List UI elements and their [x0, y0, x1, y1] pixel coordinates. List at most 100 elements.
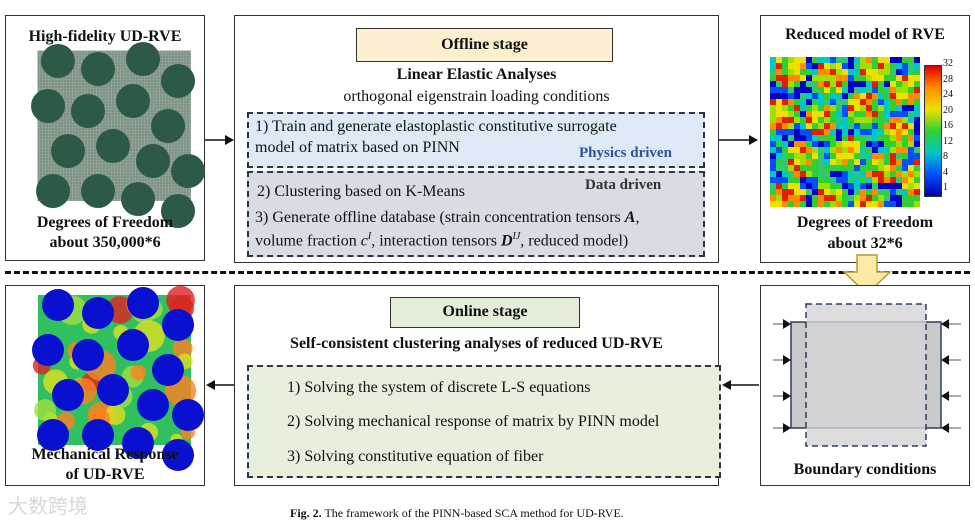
- fiber: [126, 42, 160, 76]
- cluster-cell: [788, 189, 794, 195]
- cluster-cell: [782, 75, 788, 81]
- cluster-cell: [806, 171, 812, 177]
- cluster-cell: [794, 195, 800, 201]
- cluster-cell: [776, 105, 782, 111]
- cluster-cell: [890, 105, 896, 111]
- fiber: [162, 309, 194, 341]
- cluster-cell: [776, 117, 782, 123]
- cluster-cell: [908, 135, 914, 141]
- cluster-cell: [812, 129, 818, 135]
- cluster-cell: [782, 153, 788, 159]
- cluster-cell: [812, 93, 818, 99]
- cluster-cell: [854, 129, 860, 135]
- arrow-offline-to-reduced: [719, 135, 758, 145]
- cluster-cell: [800, 141, 806, 147]
- cluster-cell: [872, 75, 878, 81]
- cluster-cell: [776, 99, 782, 105]
- cluster-cell: [830, 117, 836, 123]
- cluster-cell: [872, 123, 878, 129]
- cluster-cell: [800, 177, 806, 183]
- cluster-cell: [794, 141, 800, 147]
- cluster-cell: [806, 117, 812, 123]
- response-label-line1: Mechanical Response: [31, 446, 179, 463]
- cluster-cell: [908, 153, 914, 159]
- cluster-cell: [914, 159, 920, 165]
- cluster-cell: [824, 75, 830, 81]
- cluster-cell: [818, 105, 824, 111]
- cluster-cell: [800, 183, 806, 189]
- reduced-model-image: [770, 57, 920, 207]
- cluster-cell: [896, 195, 902, 201]
- cluster-cell: [830, 57, 836, 63]
- cluster-cell: [782, 69, 788, 75]
- cluster-cell: [770, 195, 776, 201]
- offline-step3-line2: volume fraction cI, interaction tensors …: [255, 231, 628, 250]
- reduced-dof-label: Degrees of Freedom: [796, 214, 934, 231]
- cluster-cell: [890, 129, 896, 135]
- mechanical-response-image: [32, 285, 204, 471]
- cluster-cell: [776, 183, 782, 189]
- cluster-cell: [806, 81, 812, 87]
- cluster-cell: [800, 117, 806, 123]
- cluster-cell: [770, 81, 776, 87]
- cluster-cell: [842, 57, 848, 63]
- cluster-cell: [890, 183, 896, 189]
- cluster-cell: [884, 57, 890, 63]
- cluster-cell: [776, 57, 782, 63]
- cluster-cell: [770, 105, 776, 111]
- cluster-cell: [824, 117, 830, 123]
- cluster-cell: [800, 189, 806, 195]
- cluster-cell: [854, 117, 860, 123]
- cluster-cell: [890, 57, 896, 63]
- cluster-cell: [836, 123, 842, 129]
- cluster-cell: [878, 183, 884, 189]
- cluster-cell: [884, 189, 890, 195]
- cluster-cell: [908, 123, 914, 129]
- cluster-cell: [908, 195, 914, 201]
- cluster-cell: [842, 81, 848, 87]
- cluster-cell: [848, 105, 854, 111]
- cluster-cell: [776, 201, 782, 207]
- cluster-cell: [872, 111, 878, 117]
- cluster-cell: [866, 147, 872, 153]
- cluster-cell: [824, 159, 830, 165]
- cluster-cell: [890, 153, 896, 159]
- cluster-cell: [776, 165, 782, 171]
- cluster-cell: [896, 153, 902, 159]
- cluster-cell: [824, 93, 830, 99]
- cluster-cell: [860, 111, 866, 117]
- cluster-cell: [818, 177, 824, 183]
- cluster-cell: [878, 87, 884, 93]
- cluster-cell: [860, 117, 866, 123]
- cluster-cell: [914, 93, 920, 99]
- cluster-cell: [890, 99, 896, 105]
- cluster-cell: [914, 63, 920, 69]
- colorbar: [924, 65, 942, 197]
- cluster-cell: [776, 93, 782, 99]
- cluster-cell: [914, 57, 920, 63]
- cluster-cell: [884, 111, 890, 117]
- cluster-cell: [860, 195, 866, 201]
- cluster-cell: [782, 57, 788, 63]
- cluster-cell: [824, 165, 830, 171]
- cluster-cell: [884, 141, 890, 147]
- cluster-cell: [806, 141, 812, 147]
- cluster-cell: [866, 81, 872, 87]
- cluster-cell: [788, 153, 794, 159]
- cluster-cell: [794, 147, 800, 153]
- cluster-cell: [896, 93, 902, 99]
- cluster-cell: [866, 123, 872, 129]
- cluster-cell: [902, 129, 908, 135]
- cluster-cell: [884, 87, 890, 93]
- cluster-cell: [776, 159, 782, 165]
- online-stage-text: Online stage: [442, 303, 528, 320]
- cluster-cell: [896, 87, 902, 93]
- cluster-cell: [854, 57, 860, 63]
- data-driven-label: Data driven: [585, 177, 662, 193]
- cluster-cell: [854, 159, 860, 165]
- cluster-cell: [854, 75, 860, 81]
- cluster-cell: [914, 183, 920, 189]
- colorbar-tick-label: 1: [943, 182, 948, 193]
- cluster-cell: [800, 75, 806, 81]
